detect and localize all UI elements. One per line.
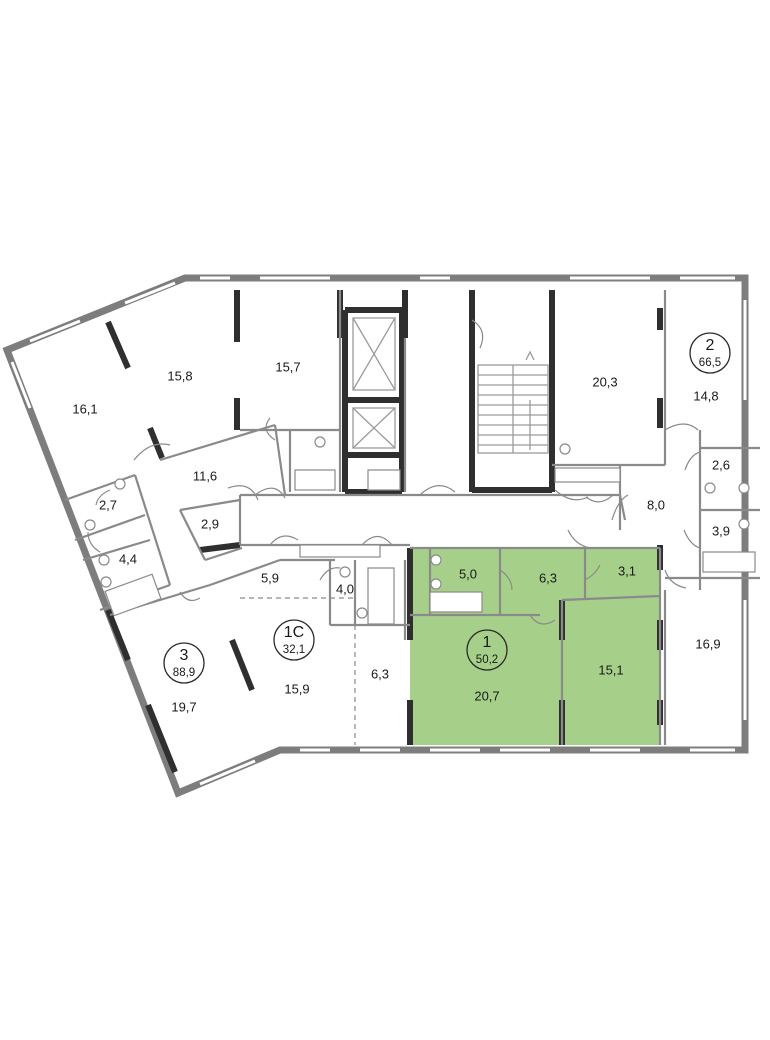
room-area-5-9: 5,9 bbox=[261, 570, 279, 585]
room-area-5-0: 5,0 bbox=[459, 566, 477, 581]
zone-lines bbox=[240, 597, 356, 745]
apt-3-area: 88,9 bbox=[173, 667, 195, 679]
room-area-2-6: 2,6 bbox=[712, 457, 730, 472]
room-area-6-3-hall: 6,3 bbox=[371, 666, 389, 681]
staircase bbox=[477, 350, 549, 454]
apt-marker-3[interactable]: 3 88,9 bbox=[163, 642, 205, 684]
room-area-4-4: 4,4 bbox=[119, 551, 137, 566]
apt-1-number: 1 bbox=[483, 634, 492, 651]
room-area-2-9: 2,9 bbox=[201, 516, 219, 531]
apt-1-area: 50,2 bbox=[476, 654, 498, 666]
apt-3-number: 3 bbox=[180, 647, 189, 664]
apt-marker-1[interactable]: 1 50,2 bbox=[466, 629, 508, 671]
windows bbox=[10, 276, 747, 786]
apt-marker-1c[interactable]: 1С 32,1 bbox=[273, 619, 315, 661]
room-area-15-1: 15,1 bbox=[598, 662, 623, 677]
room-area-15-7: 15,7 bbox=[275, 359, 300, 374]
room-area-14-8: 14,8 bbox=[693, 388, 718, 403]
room-area-16-1: 16,1 bbox=[72, 401, 97, 416]
room-area-8-0: 8,0 bbox=[647, 497, 665, 512]
room-area-15-8: 15,8 bbox=[167, 368, 192, 383]
apt-1c-number: 1С bbox=[284, 624, 304, 641]
room-area-3-1: 3,1 bbox=[618, 563, 636, 578]
room-area-15-9: 15,9 bbox=[284, 681, 309, 696]
apt-2-area: 66,5 bbox=[699, 357, 721, 369]
outer-walls bbox=[2, 274, 749, 798]
apt-2-number: 2 bbox=[706, 337, 715, 354]
room-area-2-7: 2,7 bbox=[99, 497, 117, 512]
room-area-3-9: 3,9 bbox=[712, 523, 730, 538]
elevator-shafts bbox=[352, 317, 396, 449]
bathroom-fixtures bbox=[84, 436, 756, 625]
room-area-19-7: 19,7 bbox=[171, 699, 196, 714]
room-area-6-3: 6,3 bbox=[539, 570, 557, 585]
room-area-16-9: 16,9 bbox=[695, 636, 720, 651]
doors bbox=[87, 319, 701, 625]
room-area-11-6: 11,6 bbox=[193, 468, 217, 483]
apt-marker-2[interactable]: 2 66,5 bbox=[689, 332, 731, 374]
room-area-20-3: 20,3 bbox=[592, 374, 617, 389]
room-labels: 16,1 15,8 15,7 11,6 2,7 4,4 2,9 19,7 5,9… bbox=[72, 359, 730, 714]
room-area-4-0: 4,0 bbox=[336, 581, 354, 596]
room-area-20-7: 20,7 bbox=[474, 688, 499, 703]
apt-1c-area: 32,1 bbox=[283, 644, 305, 656]
